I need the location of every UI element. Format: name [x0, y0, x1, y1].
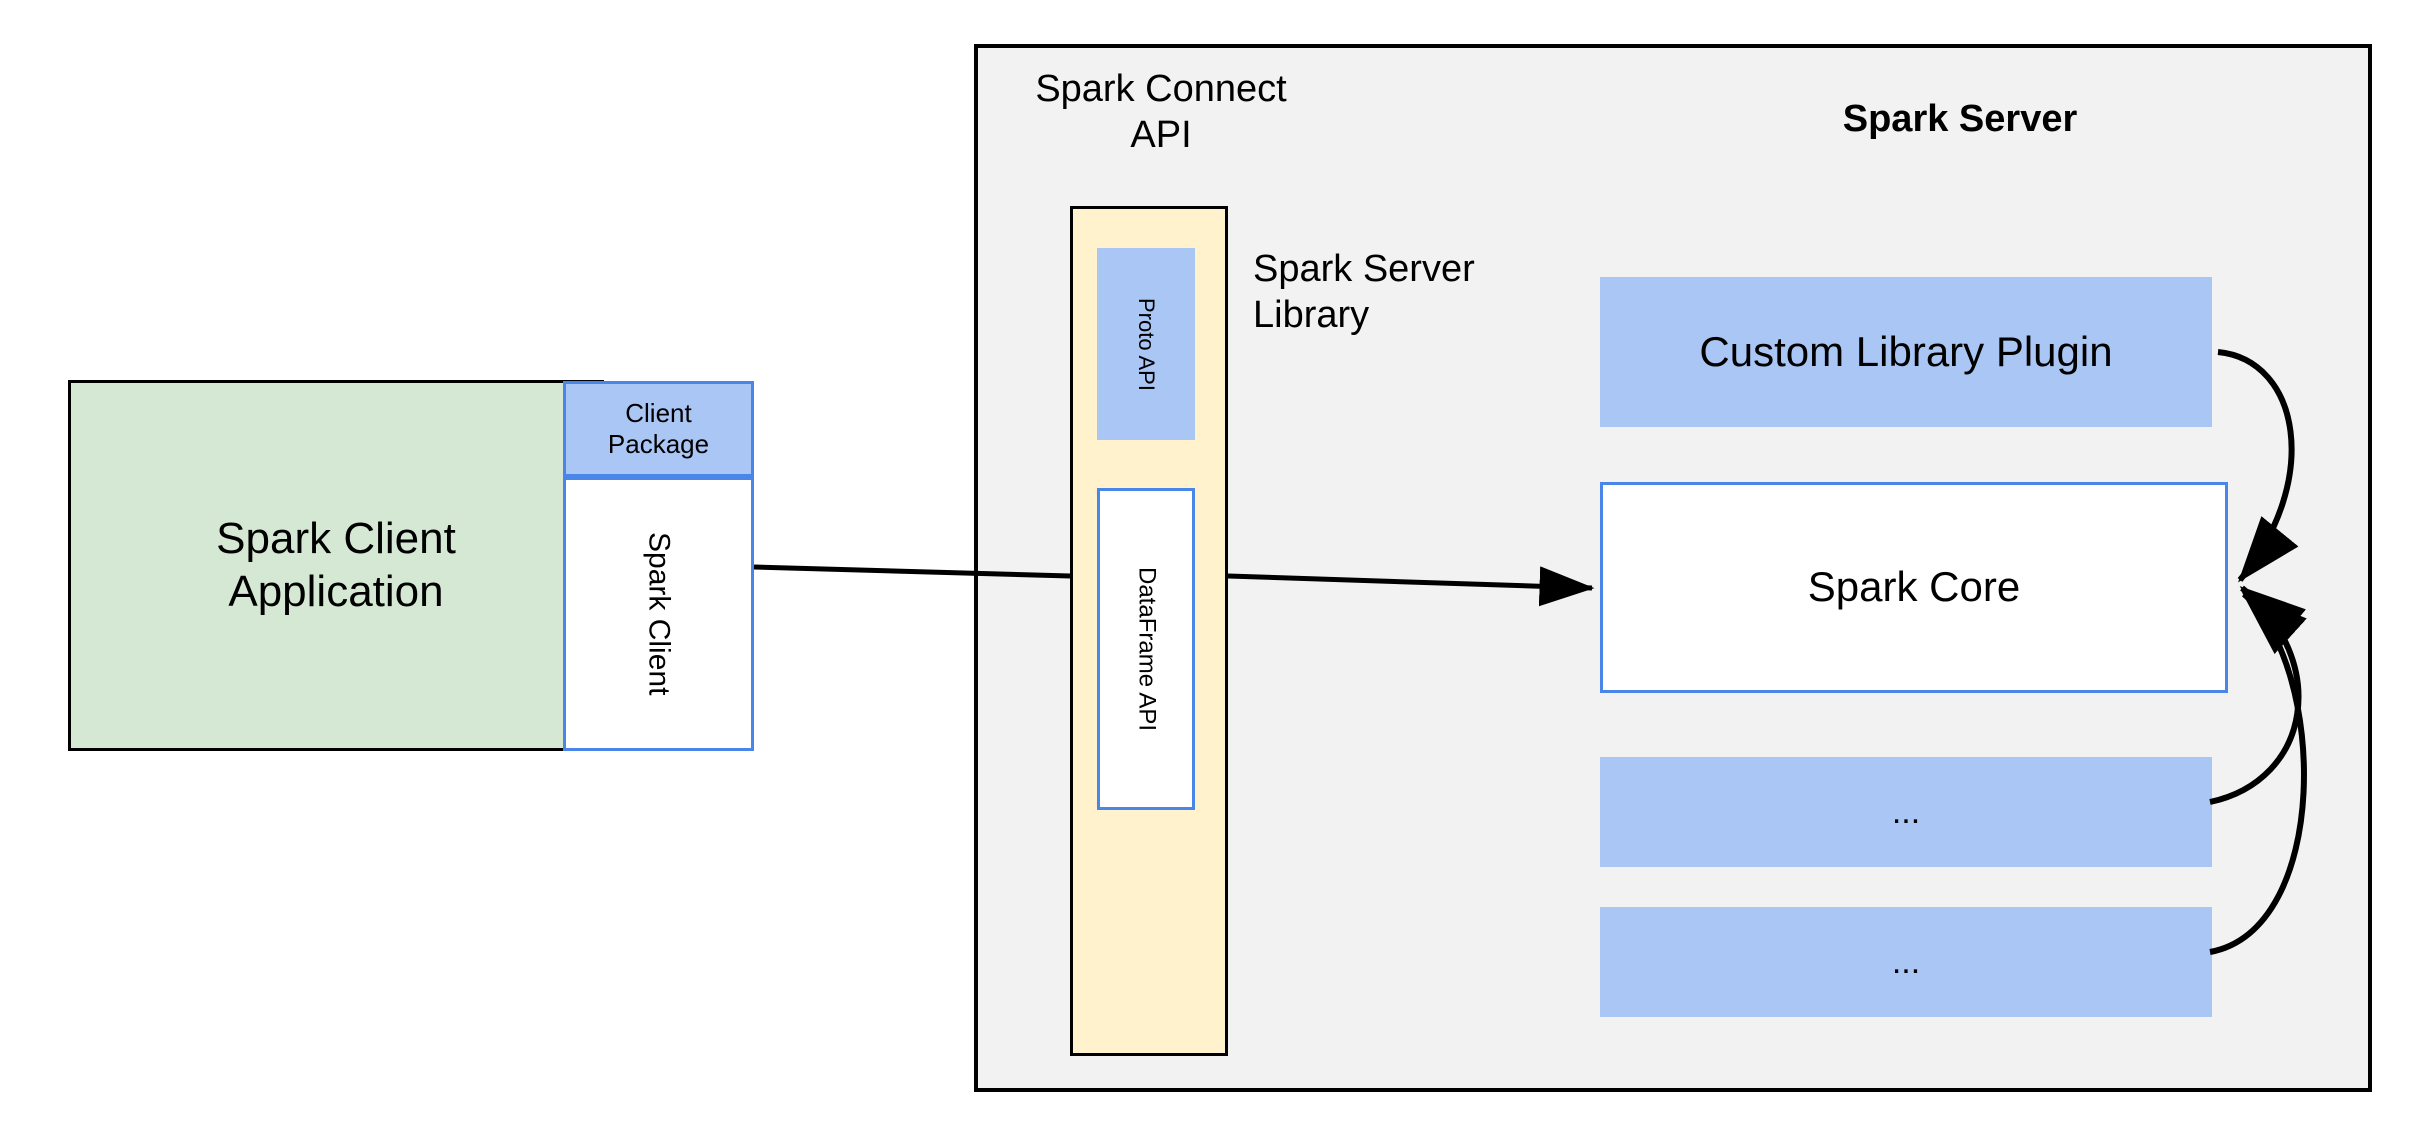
spark-client-application-label: Spark Client Application: [216, 513, 456, 616]
custom-library-plugin-label: Custom Library Plugin: [1699, 327, 2113, 375]
proto-api-box[interactable]: Proto API: [1097, 248, 1195, 440]
spark-server-library-label: Spark Server Library: [1253, 248, 1475, 337]
client-package-label: Client Package: [607, 397, 710, 459]
spark-connect-api-title: Spark Connect API: [1035, 68, 1287, 157]
dataframe-api-label: DataFrame API: [1133, 566, 1161, 732]
spark-core-box[interactable]: Spark Core: [1600, 482, 2228, 693]
ellipsis-label-1: ...: [1891, 792, 1921, 831]
spark-client-label: Spark Client: [642, 532, 676, 696]
ellipsis-box-1[interactable]: ...: [1600, 757, 2212, 867]
ellipsis-box-2[interactable]: ...: [1600, 907, 2212, 1017]
spark-server-title: Spark Server: [1842, 98, 2078, 140]
custom-library-plugin-box[interactable]: Custom Library Plugin: [1600, 277, 2212, 427]
spark-client-box[interactable]: Spark Client: [563, 477, 754, 751]
ellipsis-label-2: ...: [1891, 942, 1921, 981]
client-package-box[interactable]: Client Package: [563, 381, 754, 477]
proto-api-label: Proto API: [1134, 297, 1160, 391]
dataframe-api-box[interactable]: DataFrame API: [1097, 488, 1195, 810]
spark-client-application-box[interactable]: Spark Client Application: [68, 380, 604, 751]
spark-core-label: Spark Core: [1807, 563, 2021, 611]
